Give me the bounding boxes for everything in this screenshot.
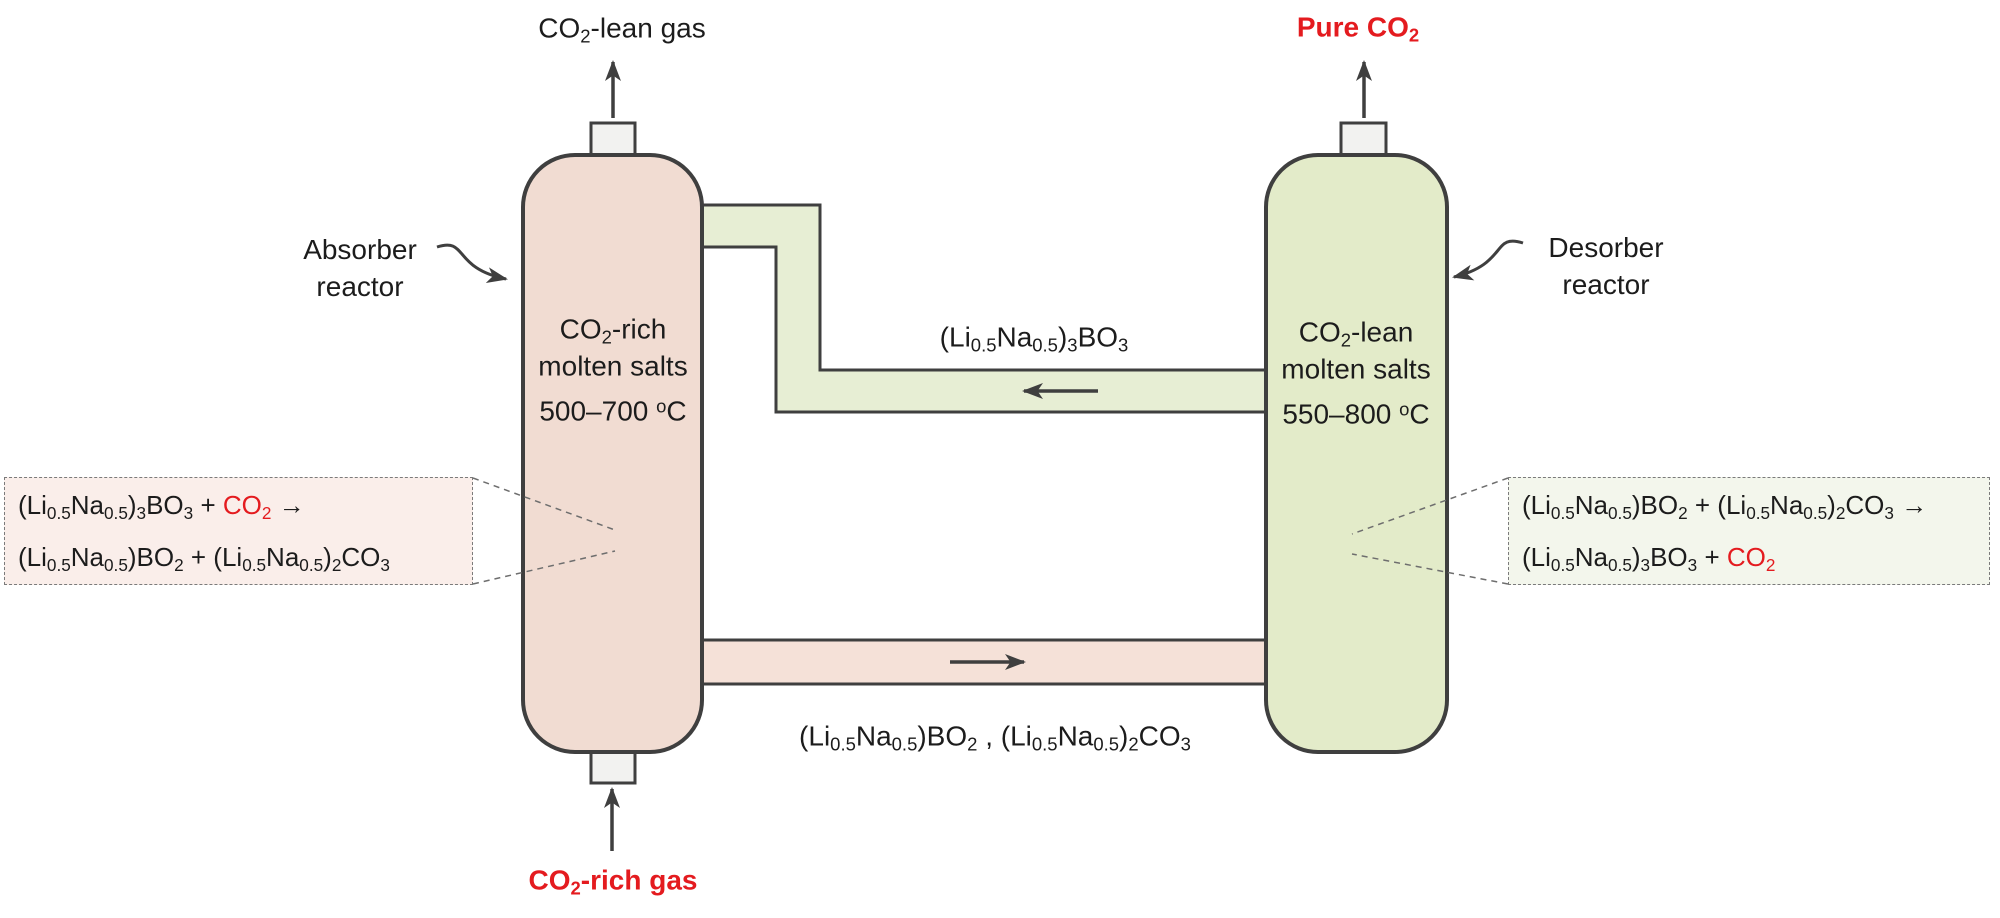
absorber-pointer-arrow (436, 243, 508, 284)
left-callout-line-bottom (472, 550, 616, 585)
absorber-reactor-label: Absorber reactor (303, 231, 417, 305)
absorber-content-line2: molten salts (538, 350, 688, 382)
absorber-content-text: CO2-rich molten salts 500–700 oC (538, 311, 687, 430)
absorber-content-line1: CO2-rich (559, 313, 667, 348)
absorber-reactor-label-line2: reactor (316, 271, 404, 302)
desorber-reaction-box: (Li0.5Na0.5)BO2 + (Li0.5Na0.5)2CO3 → (Li… (1508, 477, 1990, 585)
co2-lean-gas-label: CO2-lean gas (538, 12, 706, 47)
right-callout-line-bottom (1351, 553, 1509, 585)
desorber-reactor-label: Desorber reactor (1548, 229, 1663, 303)
desorber-reactor-label-line2: reactor (1562, 269, 1650, 300)
pink-pipe-label: (Li0.5Na0.5)BO2 , (Li0.5Na0.5)2CO3 (799, 720, 1191, 755)
absorber-temperature: 500–700 oC (539, 395, 687, 427)
desorber-reactor-label-line1: Desorber (1548, 232, 1664, 263)
left-callout-line-top (472, 477, 616, 531)
pure-co2-label: Pure CO2 (1296, 11, 1420, 46)
desorber-content-line2: molten salts (1281, 353, 1431, 385)
desorber-content-text: CO2-lean molten salts 550–800 oC (1281, 314, 1430, 433)
desorber-temperature: 550–800 oC (1282, 398, 1430, 430)
absorber-reaction-box: (Li0.5Na0.5)3BO3 + CO2 → (Li0.5Na0.5)BO2… (4, 477, 473, 585)
desorber-pointer-arrow (1452, 239, 1524, 281)
desorber-column (1264, 153, 1449, 754)
desorber-content-line1: CO2-lean (1298, 316, 1414, 351)
absorber-reaction-line1: (Li0.5Na0.5)3BO3 + CO2 → (18, 490, 305, 523)
right-callout-line-top (1351, 477, 1509, 535)
absorber-reaction-line2: (Li0.5Na0.5)BO2 + (Li0.5Na0.5)2CO3 (18, 542, 390, 575)
green-pipe-label: (Li0.5Na0.5)3BO3 (939, 321, 1129, 356)
co2-rich-gas-label: CO2-rich gas (528, 864, 698, 899)
molten-salt-return-pipe (688, 203, 1282, 414)
absorber-reactor-label-line1: Absorber (303, 234, 417, 265)
absorber-column (521, 153, 704, 754)
desorber-reaction-line1: (Li0.5Na0.5)BO2 + (Li0.5Na0.5)2CO3 → (1522, 490, 1928, 523)
desorber-reaction-line2: (Li0.5Na0.5)3BO3 + CO2 (1522, 542, 1776, 575)
